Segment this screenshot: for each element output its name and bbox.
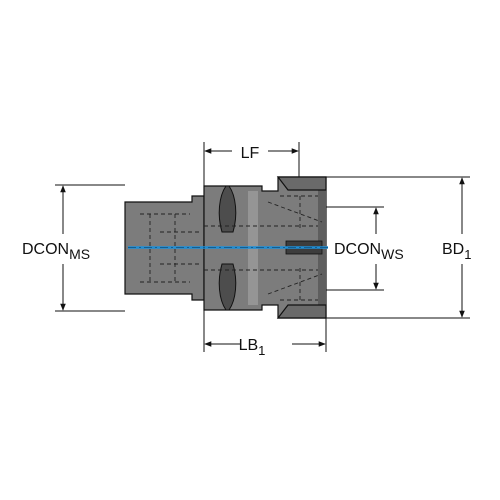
label-lb-sub: 1 [258, 343, 265, 358]
lower-slot [218, 263, 237, 311]
label-bd-main: BD [442, 241, 464, 258]
label-lf: LF [241, 145, 260, 162]
label-bd: BD1 [442, 241, 471, 262]
upper-slot [218, 185, 237, 233]
label-bd-sub: 1 [464, 247, 471, 262]
label-dcon-ms-sub: MS [69, 246, 90, 262]
dimensions [55, 142, 470, 352]
label-dcon-ws-main: DCON [334, 241, 381, 258]
nut-lip-bottom [276, 304, 327, 319]
label-dcon-ms-main: DCON [22, 241, 69, 258]
label-lb-main: LB [239, 337, 259, 354]
nut-lip-top [276, 176, 327, 191]
label-dcon-ws: DCONWS [334, 241, 404, 262]
label-dcon-ws-sub: WS [381, 246, 404, 262]
labels: LF LB1 DCONMS DCONWS BD1 [22, 145, 471, 358]
label-dcon-ms: DCONMS [22, 241, 90, 262]
label-lb: LB1 [239, 337, 266, 358]
drive-slots [218, 185, 237, 311]
hidden-lines [140, 195, 323, 301]
